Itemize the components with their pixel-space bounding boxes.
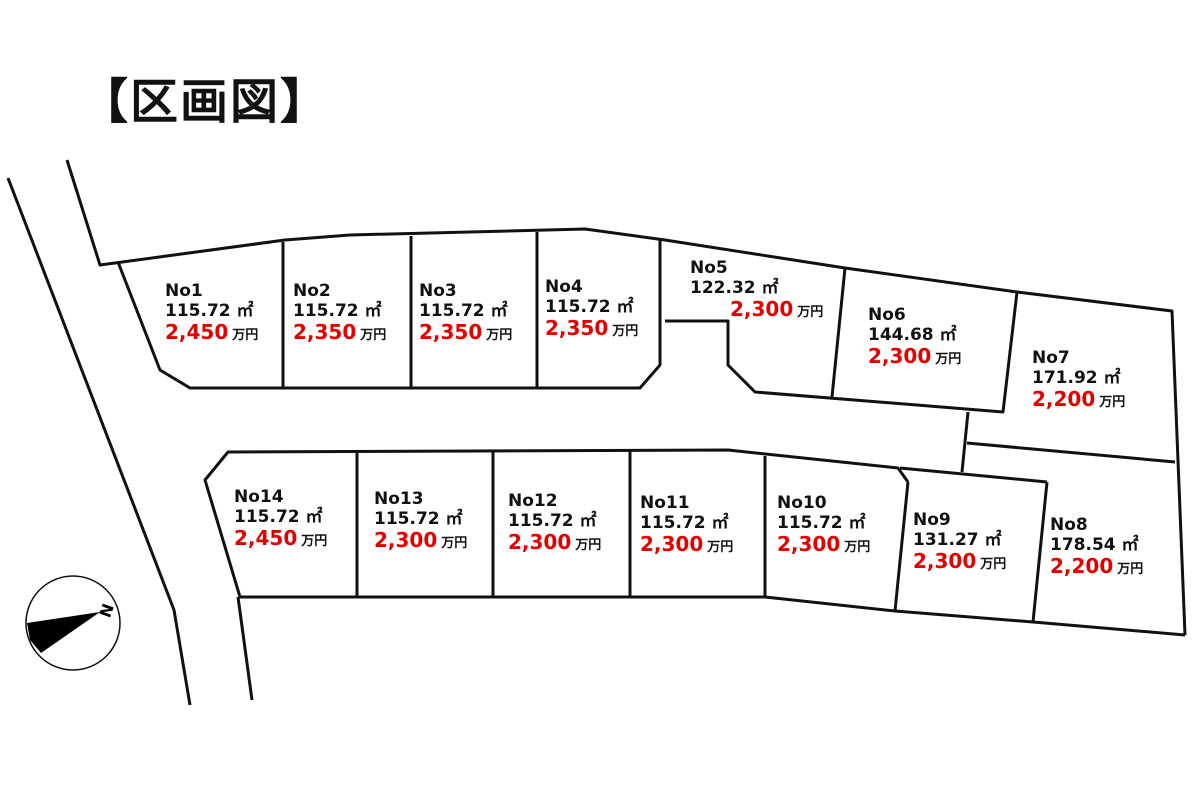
- page-title: 【区画図】: [80, 74, 331, 130]
- lot-number: No5: [690, 258, 728, 278]
- price-unit: 万円: [232, 328, 259, 344]
- lot-number: No3: [419, 281, 457, 301]
- lot-number: No6: [868, 305, 906, 325]
- lot-price: 2,450: [165, 320, 229, 345]
- lot-number: No9: [913, 510, 951, 530]
- price-unit: 万円: [360, 328, 387, 344]
- svg-text:N: N: [95, 601, 117, 620]
- price-unit: 万円: [575, 538, 602, 554]
- price-unit: 万円: [612, 324, 639, 340]
- lot-number: No8: [1050, 515, 1088, 535]
- lot-area: 115.72 ㎡: [293, 300, 382, 321]
- lot-area: 115.72 ㎡: [419, 300, 508, 321]
- lot-area: 115.72 ㎡: [640, 512, 729, 533]
- divider-7-8: [966, 441, 1176, 464]
- lot-area: 171.92 ㎡: [1032, 367, 1121, 388]
- lot-area: 115.72 ㎡: [234, 506, 323, 527]
- lot-number: No13: [374, 489, 424, 509]
- lot-area: 178.54 ㎡: [1050, 534, 1139, 555]
- lot-price: 2,300: [730, 297, 794, 322]
- lot-area: 115.72 ㎡: [374, 508, 463, 529]
- divider-9-8: [1031, 481, 1049, 623]
- price-unit: 万円: [935, 352, 962, 368]
- lot-number: No2: [293, 281, 331, 301]
- lot-price: 2,300: [913, 549, 977, 574]
- lot-number: No11: [640, 493, 690, 513]
- price-unit: 万円: [1117, 562, 1144, 578]
- price-unit: 万円: [844, 540, 871, 556]
- price-unit: 万円: [486, 328, 513, 344]
- lot-price: 2,300: [508, 530, 572, 555]
- lot-price: 2,200: [1032, 387, 1096, 412]
- price-unit: 万円: [797, 305, 824, 321]
- lot-area: 131.27 ㎡: [913, 529, 1002, 550]
- price-unit: 万円: [980, 557, 1007, 573]
- price-unit: 万円: [301, 534, 328, 550]
- lot-number: No7: [1032, 348, 1070, 368]
- lot5-6-boundary: [665, 291, 1019, 414]
- lot-area: 115.72 ㎡: [545, 296, 634, 317]
- lot7-left-edge: [960, 411, 970, 473]
- lot-price: 2,350: [545, 316, 609, 341]
- lot-area: 115.72 ㎡: [165, 300, 254, 321]
- divider-5-6: [830, 267, 847, 398]
- price-unit: 万円: [707, 540, 734, 556]
- row2-top-right: [899, 466, 1048, 484]
- lot-number: No14: [234, 487, 284, 507]
- lot-price: 2,300: [777, 532, 841, 557]
- lot-price: 2,300: [868, 344, 932, 369]
- lot-area: 115.72 ㎡: [777, 512, 866, 533]
- row2-boundary: [203, 448, 1186, 637]
- divider-10-9: [893, 481, 910, 612]
- road-edge-right: [65, 159, 1187, 636]
- compass-icon: N: [25, 575, 121, 671]
- lot-price: 2,450: [234, 526, 298, 551]
- lot-price: 2,300: [640, 532, 704, 557]
- lot-number: No4: [545, 277, 583, 297]
- lot-price: 2,300: [374, 528, 438, 553]
- lot-price: 2,200: [1050, 554, 1114, 579]
- price-unit: 万円: [441, 536, 468, 552]
- lot-area: 115.72 ㎡: [508, 510, 597, 531]
- lot-area: 144.68 ㎡: [868, 324, 957, 345]
- lot-price: 2,350: [419, 320, 483, 345]
- lot-number: No12: [508, 491, 558, 511]
- road-edge-lower: [236, 596, 254, 701]
- price-unit: 万円: [1099, 395, 1126, 411]
- lot-area: 122.32 ㎡: [690, 277, 779, 298]
- lot-number: No1: [165, 281, 203, 301]
- road-edge-left: [6, 177, 192, 706]
- row1-boundary: [116, 240, 662, 390]
- lot-number: No10: [777, 493, 827, 513]
- lot-price: 2,350: [293, 320, 357, 345]
